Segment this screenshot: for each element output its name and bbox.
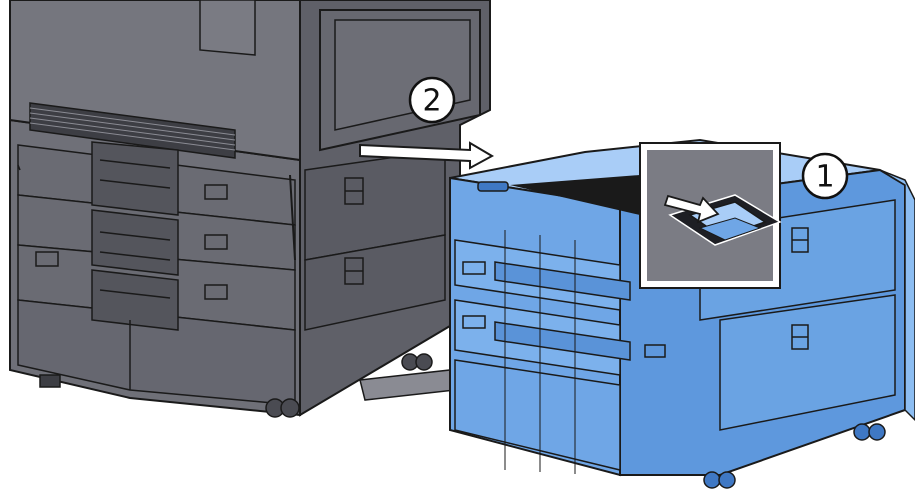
step-badge-2: 2 <box>410 78 454 122</box>
step-badge-1: 1 <box>803 154 847 198</box>
release-lever-icon <box>478 182 508 191</box>
connecting-rail <box>360 370 455 400</box>
main-unit-right-panels <box>290 150 445 330</box>
lever-callout-box <box>640 143 780 288</box>
step-number-1: 1 <box>815 160 834 195</box>
printer-body <box>10 0 490 417</box>
step-number-2: 2 <box>422 84 441 119</box>
left-paper-drawers <box>18 142 295 405</box>
